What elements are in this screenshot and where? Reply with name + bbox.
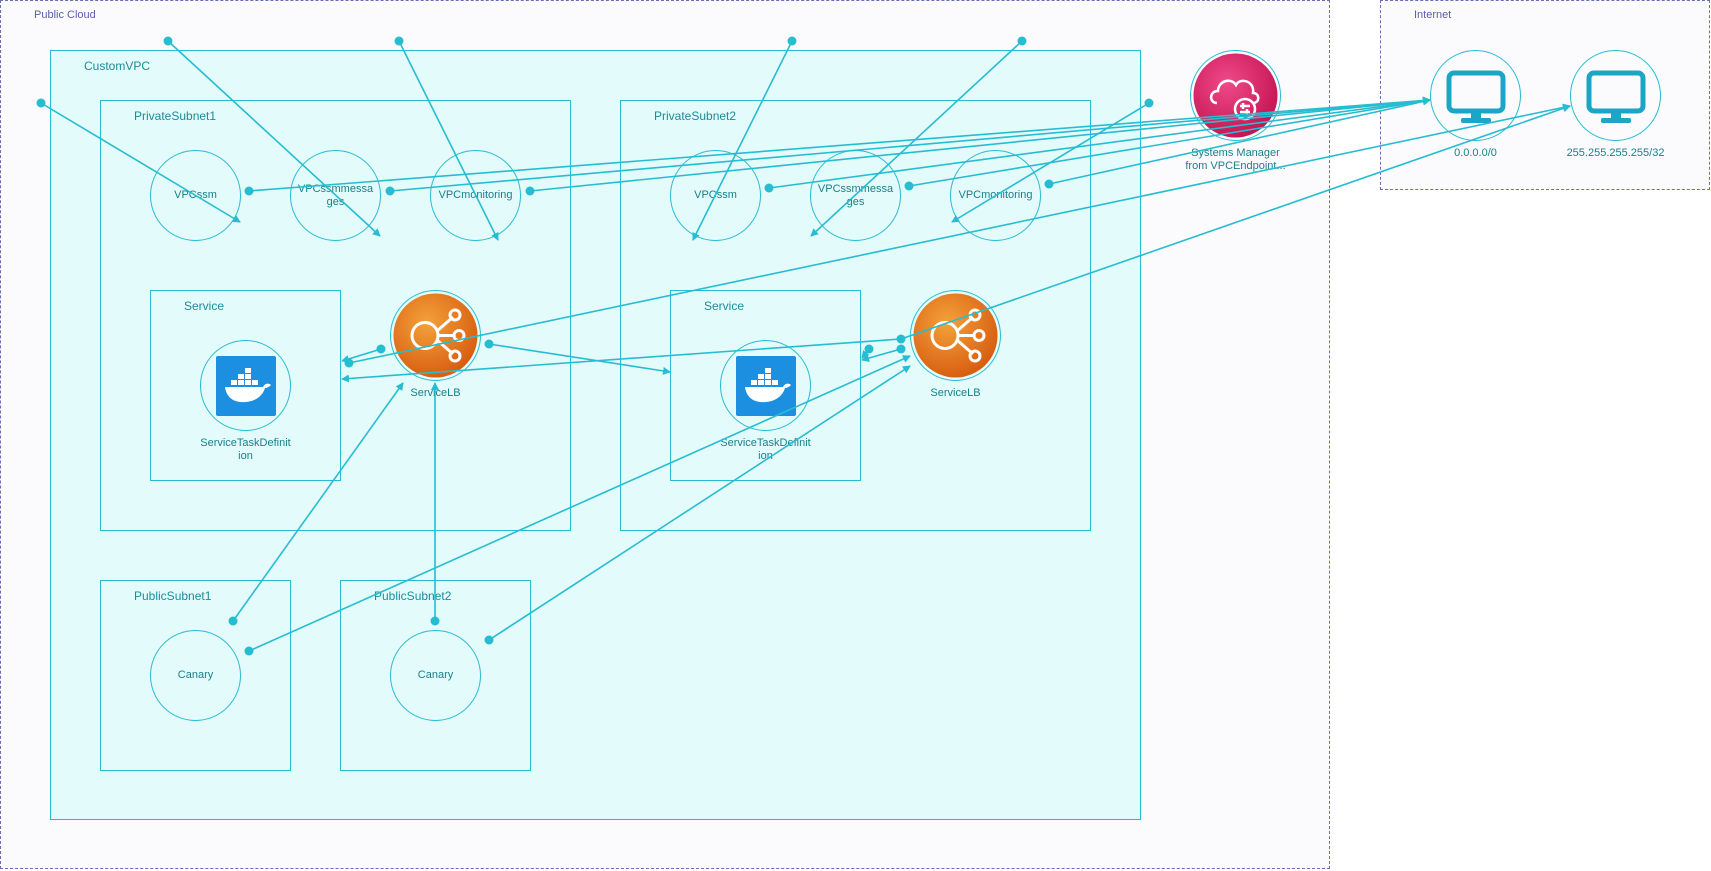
vpc-ssm-endpoint-2-label: VPCssm (694, 189, 737, 201)
internet-any-caption: 0.0.0.0/0 (1454, 147, 1497, 159)
vpc-ssmmessages-endpoint-2-label: VPCssmmessages (817, 182, 894, 208)
vpc-monitoring-endpoint-2[interactable]: VPCmonitoring (950, 150, 1041, 241)
internet-broadcast-node[interactable] (1570, 50, 1661, 141)
monitor-icon (1446, 70, 1505, 123)
service-lb-1[interactable] (390, 290, 481, 381)
service-1-label: Service (184, 299, 225, 313)
private-subnet-2-label: PrivateSubnet2 (654, 109, 737, 123)
canary-2[interactable]: Canary (390, 630, 481, 721)
canary-1[interactable]: Canary (150, 630, 241, 721)
vpc-monitoring-endpoint-1[interactable]: VPCmonitoring (430, 150, 521, 241)
custom-vpc-label: CustomVPC (84, 59, 151, 73)
vpc-ssmmessages-endpoint-1-label: VPCssmmessages (297, 182, 374, 208)
internet-broadcast-caption: 255.255.255.255/32 (1566, 147, 1665, 159)
private-subnet-1-label: PrivateSubnet1 (134, 109, 217, 123)
public-cloud-label: Public Cloud (34, 9, 96, 21)
public-subnet-1: PublicSubnet1 (100, 580, 291, 771)
vpc-ssm-endpoint-2[interactable]: VPCssm (670, 150, 761, 241)
docker-icon (215, 355, 276, 416)
task-definition-2[interactable] (720, 340, 811, 431)
systems-manager-icon (1193, 53, 1278, 138)
service-lb-2-caption: ServiceLB (930, 387, 981, 399)
systems-manager-node[interactable] (1190, 50, 1281, 141)
docker-icon (735, 355, 796, 416)
load-balancer-icon (393, 293, 478, 378)
task-definition-1[interactable] (200, 340, 291, 431)
task-definition-1-caption: ServiceTaskDefinition (200, 437, 291, 462)
vpc-monitoring-endpoint-1-label: VPCmonitoring (438, 189, 513, 201)
load-balancer-icon (913, 293, 998, 378)
monitor-icon (1586, 70, 1645, 123)
vpc-monitoring-endpoint-2-label: VPCmonitoring (958, 189, 1033, 201)
internet-label: Internet (1414, 9, 1452, 21)
canary-2-label: Canary (417, 669, 454, 681)
public-subnet-1-label: PublicSubnet1 (134, 589, 212, 603)
internet-any-node[interactable] (1430, 50, 1521, 141)
vpc-ssm-endpoint-1[interactable]: VPCssm (150, 150, 241, 241)
systems-manager-caption: Systems Manager from VPCEndpoint... (1185, 147, 1286, 172)
service-lb-1-caption: ServiceLB (410, 387, 461, 399)
public-subnet-2-label: PublicSubnet2 (374, 589, 452, 603)
canary-1-label: Canary (177, 669, 214, 681)
task-definition-2-caption: ServiceTaskDefinition (720, 437, 811, 462)
service-2-label: Service (704, 299, 745, 313)
vpc-ssmmessages-endpoint-2[interactable]: VPCssmmessages (810, 150, 901, 241)
vpc-ssmmessages-endpoint-1[interactable]: VPCssmmessages (290, 150, 381, 241)
service-lb-2[interactable] (910, 290, 1001, 381)
vpc-ssm-endpoint-1-label: VPCssm (174, 189, 217, 201)
